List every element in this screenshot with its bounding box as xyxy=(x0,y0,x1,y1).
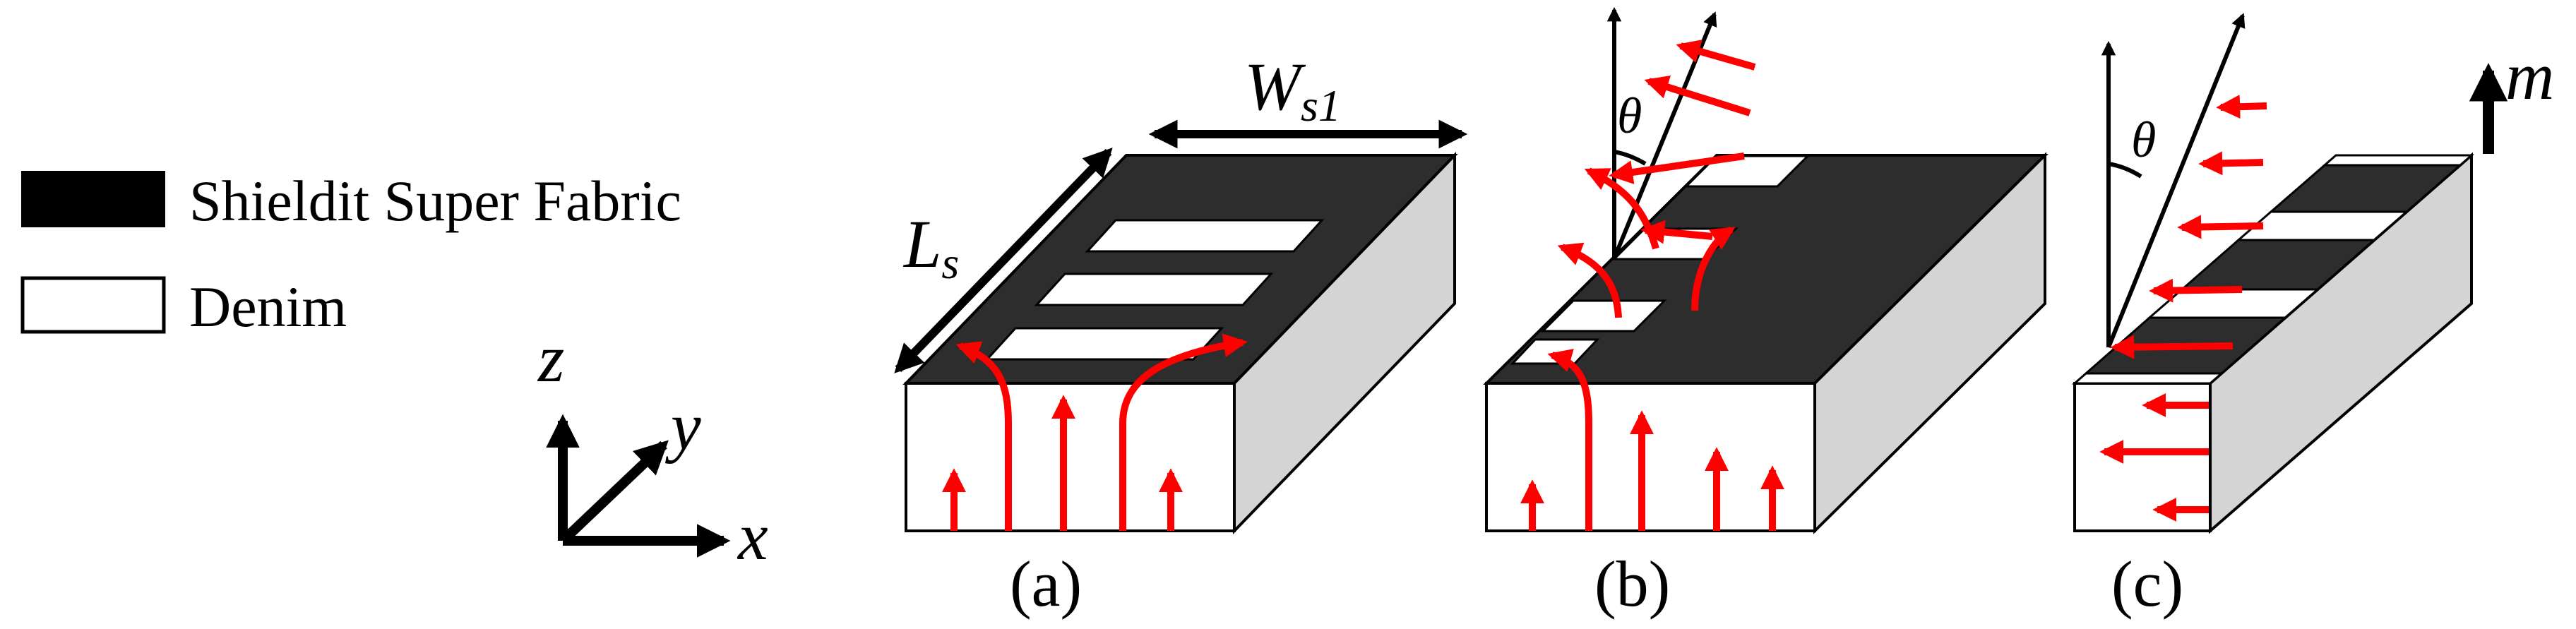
panel-a: Ls Ws1 (a) xyxy=(894,49,1468,620)
panel-label-c: (c) xyxy=(2111,548,2183,620)
axis-label-x: x xyxy=(737,498,768,574)
legend-swatch-shieldit xyxy=(21,171,165,227)
field-arrows xyxy=(1520,40,1785,531)
coordinate-axes xyxy=(546,414,731,558)
angle-label: θ xyxy=(2131,112,2156,168)
panel-label-b: (b) xyxy=(1594,548,1670,620)
legend-label-denim: Denim xyxy=(189,275,347,339)
panel-label-a: (a) xyxy=(1010,548,1082,620)
reference-lines xyxy=(2101,13,2246,349)
axis-label-y: y xyxy=(664,388,701,464)
width-label: Ws1 xyxy=(1244,49,1341,131)
angle-label: θ xyxy=(1617,88,1642,144)
front-face xyxy=(1485,382,1816,532)
moment-label: m xyxy=(2505,38,2554,114)
field-arrows xyxy=(2099,95,2267,522)
axis-label-z: z xyxy=(537,321,564,396)
panel-c: θ m (c) xyxy=(2072,13,2554,620)
panel-b: θ (b) xyxy=(1483,6,2049,620)
legend-label-shieldit: Shieldit Super Fabric xyxy=(189,169,681,233)
dimension-lines xyxy=(894,119,1468,373)
legend: Shieldit Super Fabric Denim xyxy=(20,169,681,339)
legend-swatch-denim xyxy=(20,276,166,334)
top-stripes xyxy=(2072,154,2474,385)
length-label: Ls xyxy=(902,206,959,288)
